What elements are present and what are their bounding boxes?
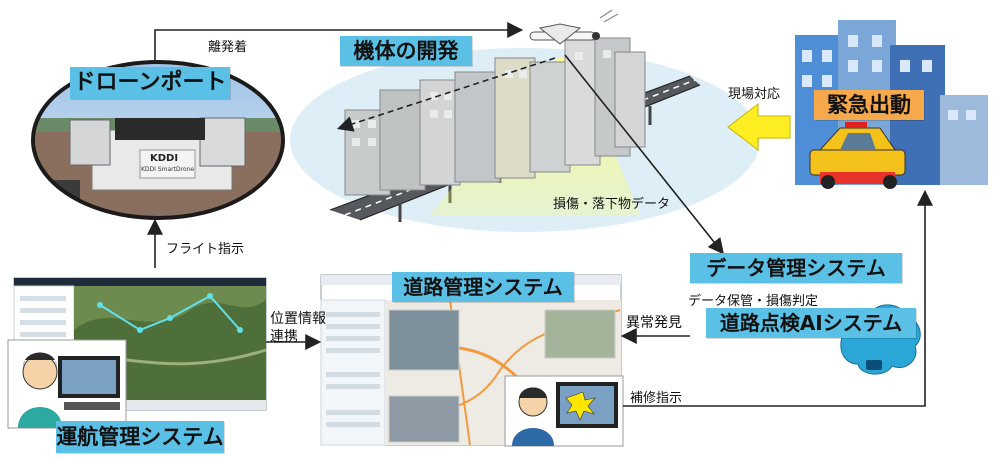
- road-management-screen: [320, 274, 622, 446]
- takeoff-landing-text: 離発着: [208, 40, 248, 55]
- anomaly-text: 異常発見: [626, 315, 682, 331]
- onsite-response-text: 現場対応: [728, 87, 781, 102]
- road-ai-label: 道路点検AIシステム: [706, 308, 916, 338]
- damage-data-arrow: [564, 54, 724, 255]
- damage-debris-text: 損傷・落下物データ: [553, 197, 671, 212]
- emergency-label: 緊急出動: [814, 90, 924, 120]
- kddi-logo-text: KDDI: [150, 153, 179, 164]
- position-info-text-1: 位置情報: [270, 311, 326, 327]
- flight-ops-label: 運航管理システム: [56, 421, 224, 453]
- position-info-text-2: 連携: [270, 329, 298, 345]
- onsite-response-arrow-icon: [727, 102, 791, 152]
- drone-aircraft-icon: [529, 9, 619, 45]
- data-storage-text: データ保管・損傷判定: [688, 294, 819, 309]
- road-mgmt-label: 道路管理システム: [392, 272, 574, 302]
- takeoff-landing-arrow: [154, 22, 524, 62]
- repair-instruction-text: 補修指示: [630, 391, 683, 406]
- data-mgmt-label: データ管理システム: [690, 253, 902, 283]
- airframe-dev-label: 機体の開発: [340, 36, 472, 66]
- operator-person-right-icon: [504, 375, 624, 447]
- operator-person-left-icon: [7, 339, 127, 429]
- city-illustration: [290, 9, 760, 232]
- flight-instruction-text: フライト指示: [166, 242, 245, 257]
- drone-port-frame: [31, 60, 285, 220]
- patrol-car-icon: [809, 122, 906, 189]
- drone-port-label: ドローンポート: [70, 67, 230, 99]
- repair-instruction-arrow: [623, 189, 933, 407]
- kddi-small-text: KDDI SmartDrone: [141, 166, 195, 173]
